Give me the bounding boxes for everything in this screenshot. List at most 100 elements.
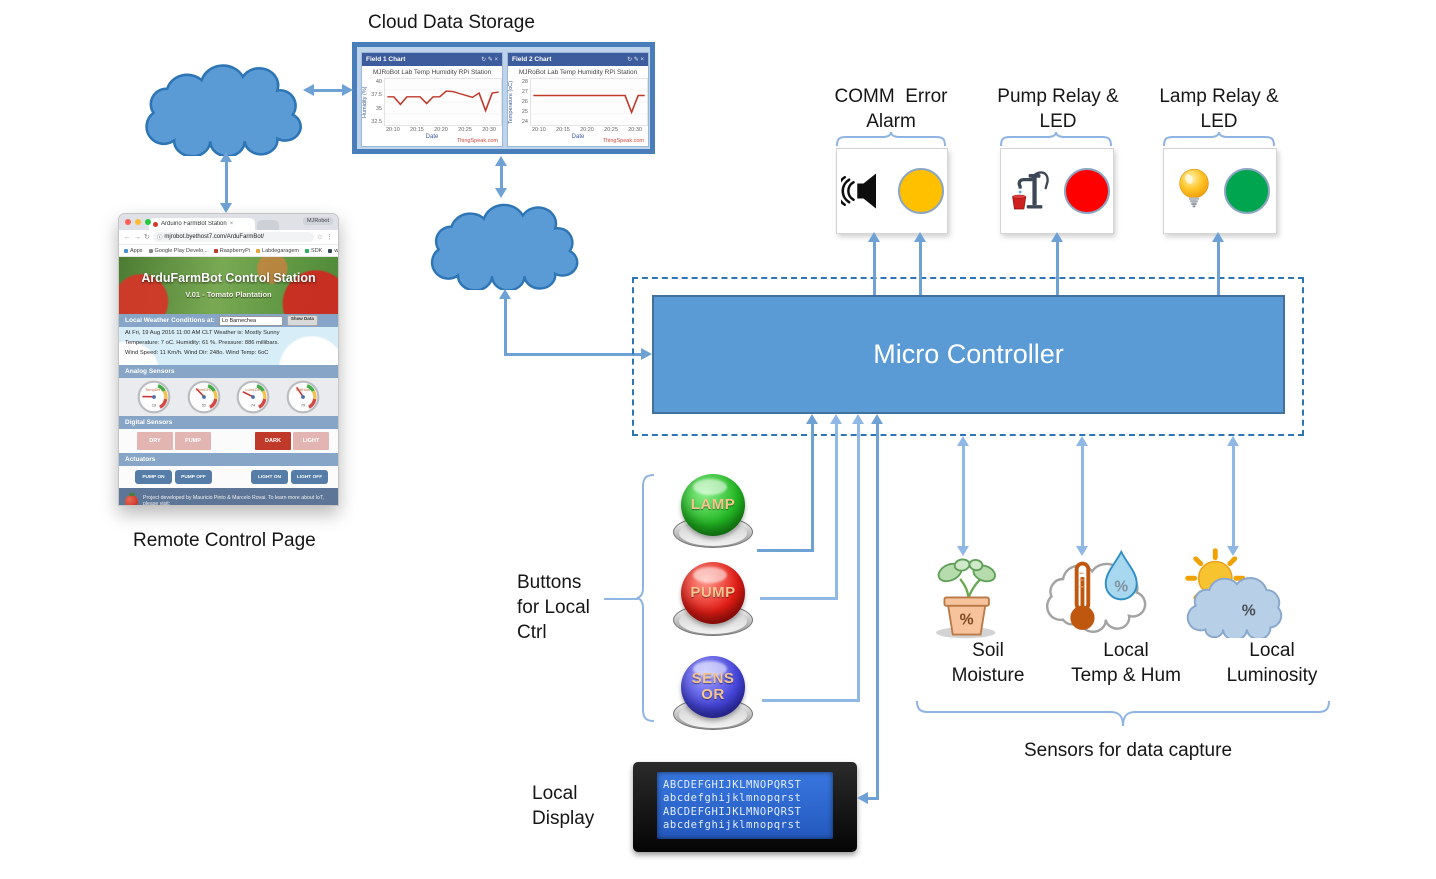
pump-push-button: PUMP: [672, 560, 754, 638]
panel-icons[interactable]: ↻ ✎ ×: [627, 57, 644, 63]
weather-line: Temperature: 7 oC. Humidity: 61 %. Press…: [125, 340, 279, 346]
browser-profile-chip[interactable]: MJRobot: [302, 217, 333, 225]
svg-text:%: %: [1242, 603, 1256, 620]
digital-indicator[interactable]: PUMP: [175, 432, 211, 450]
panel-title: Field 1 Chart: [366, 56, 406, 63]
digital-indicator[interactable]: DARK: [255, 432, 291, 450]
internet-cloud-icon: [430, 203, 579, 290]
svg-text:52: 52: [202, 403, 206, 407]
micro-controller-label: Micro Controller: [873, 339, 1064, 369]
cloud-storage-screenshot: Field 1 Chart ↻ ✎ × MJRoBot Lab Temp Hum…: [352, 42, 655, 154]
line-chart-humidity: [384, 78, 502, 126]
sensor-button-label: OR: [701, 686, 725, 703]
digital-indicator[interactable]: LIGHT: [293, 432, 329, 450]
brace-pump: [1000, 131, 1112, 147]
site-info-icon[interactable]: ⓘ: [156, 235, 163, 241]
reload-icon[interactable]: ↻: [144, 234, 150, 241]
page-hero-banner: ArduFarmBot Control Station V.01 - Tomat…: [119, 257, 338, 314]
pump-relay-box: [1000, 148, 1114, 234]
weather-bar-label: Local Weather Conditions at:: [125, 317, 215, 324]
svg-text:SoilHum: SoilHum: [296, 388, 310, 392]
pump-button-label: PUMP: [690, 584, 736, 601]
bookmark-star-icon[interactable]: ☆: [316, 234, 323, 241]
panel-icons[interactable]: ↻ ✎ ×: [481, 57, 498, 63]
chart-title: MJRoBot Lab Temp Humidity RPi Station: [372, 69, 492, 76]
bookmark-item[interactable]: Google Play Develo...: [148, 248, 208, 254]
gauge-soilhum: SoilHum 79: [286, 380, 320, 414]
weather-section-bar: Local Weather Conditions at: Show Data: [119, 314, 338, 327]
analog-gauges-row: TempDHT 19 HumDHT 52 LumLDR: [119, 378, 338, 416]
thingspeak-link[interactable]: ThingSpeak.com: [456, 138, 498, 144]
bookmark-item[interactable]: wordpress config: [328, 248, 338, 254]
luminosity-icon: %: [1185, 548, 1283, 638]
svg-text:%: %: [960, 611, 974, 628]
speaker-icon: [840, 173, 876, 209]
forward-icon[interactable]: →: [134, 233, 141, 241]
digital-sensors-bar: Digital Sensors: [119, 416, 338, 429]
light-on-button[interactable]: LIGHT ON: [251, 470, 288, 484]
weather-location-input[interactable]: [218, 315, 283, 326]
browser-chrome: Arduino FarmBot Station × MJRobot: [119, 214, 338, 230]
browser-tab[interactable]: Arduino FarmBot Station ×: [149, 218, 255, 230]
sensor-button-label: SENS: [691, 670, 735, 687]
page-footer: Project developed by Mauricio Pinto & Ma…: [119, 488, 338, 506]
cloud-storage-title: Cloud Data Storage: [368, 12, 535, 33]
lamp-relay-box: [1163, 148, 1277, 234]
remote-page-caption: Remote Control Page: [133, 530, 316, 551]
close-window-icon: [125, 219, 131, 225]
window-traffic-lights[interactable]: [125, 219, 151, 225]
line-chart-temperature: [530, 78, 648, 126]
bookmark-item[interactable]: SDK: [305, 248, 322, 254]
water-pump-icon: [1011, 171, 1049, 210]
sensor-push-button: SENS OR: [672, 654, 754, 732]
pump-on-button[interactable]: PUMP ON: [135, 470, 172, 484]
page-title: ArduFarmBot Control Station: [141, 271, 316, 285]
url-field[interactable]: ⓘ mjrobot.byethost7.com/ArduFarmBot/: [152, 232, 314, 242]
brace-comm: [836, 131, 946, 147]
show-data-button[interactable]: Show Data: [286, 315, 318, 326]
x-axis-label: Date: [425, 134, 439, 140]
svg-text:79: 79: [301, 403, 305, 407]
weather-info-panel: At Fri, 19 Aug 2016 11:00 AM CLT Weather…: [119, 327, 338, 365]
weather-line: Wind Speed: 11 Km/h. Wind Dir: 248o. Win…: [125, 350, 269, 356]
light-off-button[interactable]: LIGHT OFF: [291, 470, 328, 484]
bookmark-item[interactable]: RaspberryPi: [213, 248, 250, 254]
url-text: mjrobot.byethost7.com/ArduFarmBot/: [164, 234, 265, 240]
pump-led-red: [1063, 168, 1110, 214]
digital-indicator[interactable]: DRY: [137, 432, 173, 450]
tab-close-icon[interactable]: ×: [229, 221, 234, 227]
brace-sensors: [916, 700, 1330, 727]
alarm-led-yellow: [897, 168, 944, 214]
thingspeak-link[interactable]: ThingSpeak.com: [602, 138, 644, 144]
lamp-button-label: LAMP: [690, 496, 736, 513]
bookmark-item[interactable]: Labdegaragem: [256, 248, 299, 254]
gauge-lumldr: LumLDR 74: [237, 380, 270, 414]
brace-lamp: [1163, 131, 1275, 147]
panel-header: Field 2 Chart ↻ ✎ ×: [508, 53, 648, 66]
new-tab-button[interactable]: [257, 220, 279, 230]
back-icon[interactable]: ←: [124, 233, 131, 241]
chart-title: MJRoBot Lab Temp Humidity RPi Station: [518, 69, 638, 76]
tab-favicon: [153, 221, 158, 227]
pump-off-button[interactable]: PUMP OFF: [175, 470, 212, 484]
svg-text:74: 74: [251, 403, 256, 407]
actuators-row: PUMP ON PUMP OFF LIGHT ON LIGHT OFF: [119, 466, 338, 488]
light-bulb-icon: [1178, 168, 1209, 208]
x-axis-label: Date: [571, 134, 585, 140]
remote-control-browser-window: Arduino FarmBot Station × MJRobot ← → ↻ …: [118, 213, 339, 506]
y-axis-label: Humidity (%): [362, 86, 368, 118]
footer-text: Project developed by Mauricio Pinto & Ma…: [143, 495, 324, 506]
thingspeak-panel-field2: Field 2 Chart ↻ ✎ × MJRoBot Lab Temp Hum…: [507, 52, 649, 147]
browser-menu-icon[interactable]: ⋮: [326, 234, 333, 241]
bookmark-item[interactable]: Apps: [124, 248, 143, 254]
internet-cloud-icon: [145, 64, 302, 156]
tab-title: Arduino FarmBot Station: [161, 221, 227, 227]
